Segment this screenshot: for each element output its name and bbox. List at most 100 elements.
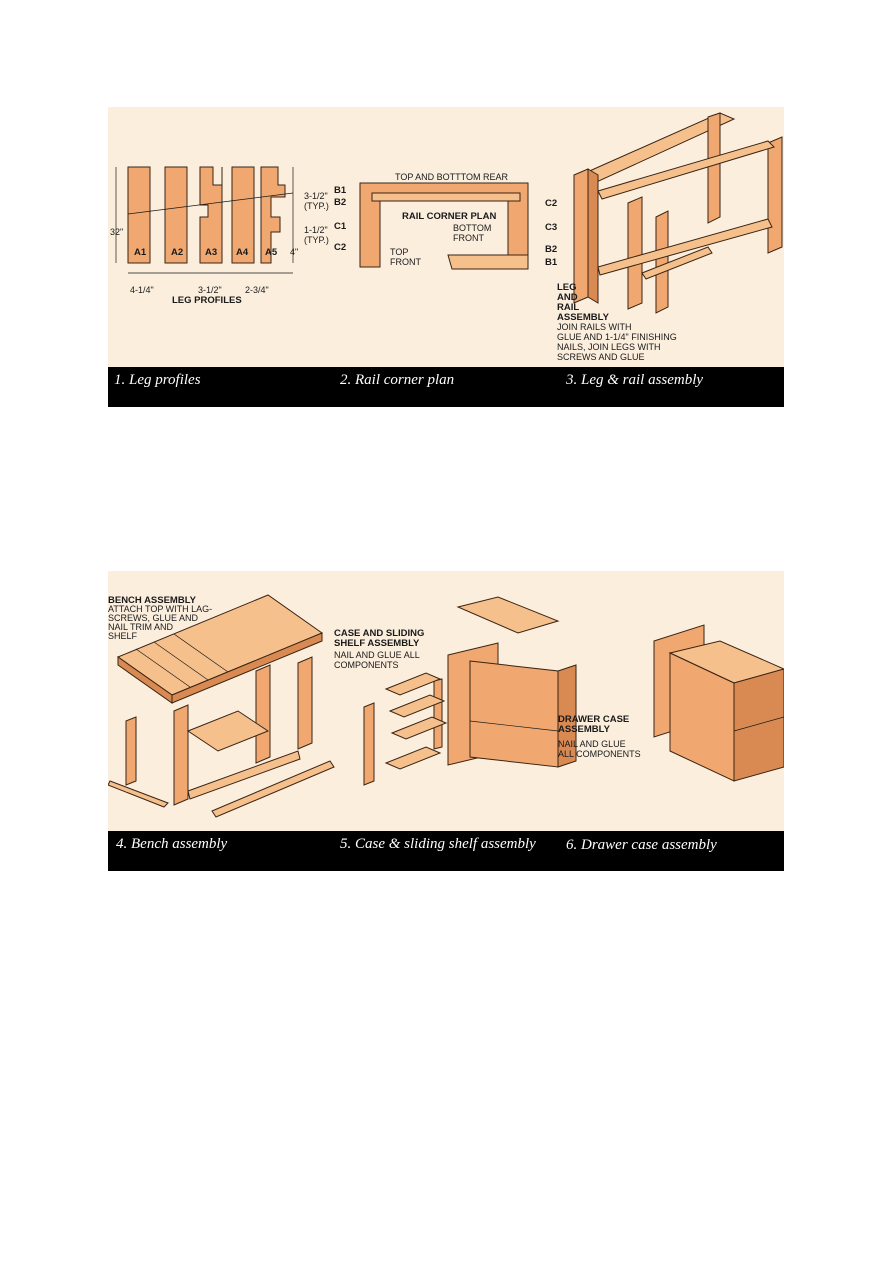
leg-rail-assembly-drawing: LEG AND RAIL ASSEMBLY JOIN RAILS WITH GL… [557, 112, 783, 362]
case-loose-panel [433, 678, 443, 750]
assembly-leg-front-right [655, 210, 669, 314]
sliding-shelf-base [384, 746, 442, 770]
case-note-1: NAIL AND GLUE ALL [334, 650, 420, 660]
rail-left-b1: B1 [334, 185, 347, 196]
leg-label-a5: A5 [265, 247, 278, 258]
rail-left-c1: C1 [334, 221, 347, 232]
bottom-front-label-1: BOTTOM [453, 223, 491, 233]
bench-leg-front [173, 704, 189, 806]
sliding-shelf-2 [388, 694, 446, 718]
dim-width-3: 2-3/4" [245, 285, 269, 295]
leg-a5 [260, 166, 286, 264]
bench-top-board-line-2 [153, 641, 209, 681]
leg-rail-note-1: JOIN RAILS WITH [557, 322, 632, 332]
caption-leg-rail-assembly: 3. Leg & rail assembly [565, 372, 703, 388]
case-title-1: CASE AND SLIDING [334, 628, 424, 639]
leg-rail-note-4: SCREWS AND GLUE [557, 352, 645, 362]
rail-right-c3: C3 [545, 222, 557, 233]
caption-case-shelf-assembly: 5. Case & sliding shelf assembly [340, 836, 536, 852]
bench-note-1: ATTACH TOP WITH LAG- [108, 604, 212, 614]
dim-width-1: 4-1/4" [130, 285, 154, 295]
leg-a1 [127, 166, 151, 264]
leg-profiles-title: LEG PROFILES [172, 295, 242, 306]
case-title-2: SHELF ASSEMBLY [334, 638, 420, 649]
assembly-bottom-rail [597, 218, 773, 276]
rail-plan-title: RAIL CORNER PLAN [402, 211, 496, 222]
rail-right-b2: B2 [545, 244, 557, 255]
leg-a3 [199, 166, 223, 264]
leg-section-line [127, 192, 294, 215]
leg-rail-title-4: ASSEMBLY [557, 312, 610, 323]
caption-rail-corner-plan: 2. Rail corner plan [340, 372, 454, 388]
sliding-shelf-1 [384, 672, 442, 696]
rail-top-label: TOP AND BOTTTOM REAR [395, 172, 509, 182]
leg-profiles-drawing: 32" A1 A2 A3 A4 A5 3-1/2" (TYP.) 1-1/2" … [110, 166, 329, 306]
figure-panel-bottom: BENCH ASSEMBLY ATTACH TOP WITH LAG- SCRE… [108, 571, 784, 871]
rail-left-b2: B2 [334, 197, 346, 208]
bench-leg-back [297, 656, 313, 750]
assembly-leg-front-left-side [587, 168, 599, 304]
sliding-shelf-side [363, 702, 375, 786]
rail-corner-plan-drawing: TOP AND BOTTTOM REAR RAIL CORNER PLAN BO… [334, 172, 558, 270]
bench-note-4: SHELF [108, 631, 138, 641]
bench-top-front-edge [171, 632, 323, 704]
dim-width-2: 3-1/2" [198, 285, 222, 295]
assembly-top-rail-front [597, 140, 775, 200]
dim-top: 3-1/2" [304, 191, 328, 201]
drawer-title-1: DRAWER CASE [558, 714, 629, 725]
top-front-label-1: TOP [390, 247, 408, 257]
drawer-case-front [733, 668, 784, 782]
assembly-bottom-side-rail [641, 246, 713, 280]
bench-leg-mid [255, 664, 271, 764]
drawer-case-divider [733, 716, 784, 732]
drawer-title-2: ASSEMBLY [558, 724, 611, 735]
case-shelf-drawing: CASE AND SLIDING SHELF ASSEMBLY NAIL AND… [334, 596, 577, 786]
leg-rail-title-2: AND [557, 292, 578, 303]
bench-bottom-rail [187, 750, 301, 800]
bench-note-3: NAIL TRIM AND [108, 622, 174, 632]
top-front-label-2: FRONT [390, 257, 421, 267]
bench-shelf [186, 710, 270, 752]
rail-right-c2: C2 [545, 198, 557, 209]
leg-label-a4: A4 [236, 247, 249, 258]
leg-rail-note-2: GLUE AND 1-1/4" FINISHING [557, 332, 677, 342]
leg-label-a3: A3 [205, 247, 217, 258]
bench-leg-left-outer [125, 716, 137, 786]
case-shelf-line [469, 720, 559, 732]
sliding-shelf-3 [390, 716, 448, 740]
caption-drawer-case-assembly: 6. Drawer case assembly [566, 837, 717, 853]
caption-bench-assembly: 4. Bench assembly [116, 836, 228, 852]
bench-top-board-line-1 [135, 648, 191, 688]
caption-leg-profiles: 1. Leg profiles [114, 372, 201, 388]
leg-label-a2: A2 [171, 247, 183, 258]
drawer-case-drawing: DRAWER CASE ASSEMBLY NAIL AND GLUE ALL C… [558, 624, 784, 782]
drawer-note-2: ALL COMPONENTS [558, 749, 641, 759]
leg-a2 [164, 166, 188, 264]
caption-bar-top [108, 367, 784, 407]
leg-height-dim: 32" [110, 227, 123, 237]
assembly-leg-back-right [767, 136, 783, 254]
bench-trim-strip [211, 760, 335, 818]
leg-rail-note-3: NAILS, JOIN LEGS WITH [557, 342, 661, 352]
drawer-note-1: NAIL AND GLUE [558, 739, 626, 749]
case-note-2: COMPONENTS [334, 660, 399, 670]
rail-right-b1: B1 [545, 257, 558, 268]
dim-mid: 1-1/2" [304, 225, 328, 235]
bench-loose-rail [108, 780, 169, 808]
rail-bottom-front [447, 254, 529, 270]
leg-rail-title-1: LEG [557, 282, 577, 293]
case-right-edge [557, 664, 577, 768]
bench-assembly-drawing: BENCH ASSEMBLY ATTACH TOP WITH LAG- SCRE… [108, 594, 335, 818]
leg-label-a1: A1 [134, 247, 147, 258]
bench-note-2: SCREWS, GLUE AND [108, 613, 199, 623]
case-top-panel [456, 596, 560, 634]
figure-panel-bottom-svg: BENCH ASSEMBLY ATTACH TOP WITH LAG- SCRE… [108, 571, 784, 871]
leg-a4 [231, 166, 255, 264]
assembly-leg-mid [627, 196, 643, 310]
rail-top-rear [371, 192, 521, 202]
leg-rail-title-3: RAIL [557, 302, 579, 313]
assembly-leg-back-left [707, 112, 721, 224]
bottom-front-label-2: FRONT [453, 233, 484, 243]
rail-left-c2: C2 [334, 242, 346, 253]
caption-bar-bottom [108, 831, 784, 871]
